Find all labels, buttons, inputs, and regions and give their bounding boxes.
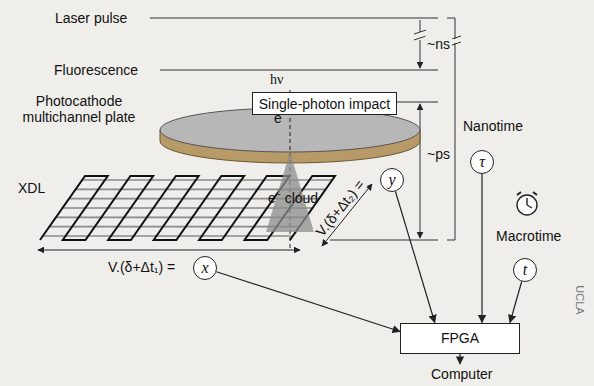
value-circle: τ: [470, 150, 494, 174]
node-text: τ: [479, 154, 485, 170]
connector: [216, 272, 400, 332]
label: Computer: [431, 366, 492, 382]
timing-lines: [150, 18, 461, 240]
label: V.(δ+Δt₂) =: [312, 177, 367, 240]
connector: [510, 282, 522, 323]
label: Fluorescence: [54, 62, 138, 78]
label: Photocathode multichannel plate: [0, 93, 158, 125]
value-circle: t: [513, 258, 537, 282]
value-circle: x: [193, 256, 217, 280]
output-arrow: [459, 354, 460, 364]
connector: [481, 174, 482, 323]
connector: [395, 191, 434, 322]
value-circle: y: [380, 168, 404, 192]
node-text: x: [201, 260, 208, 276]
node-text: FPGA: [441, 330, 479, 346]
node-text: y: [388, 172, 395, 188]
node-text: Single-photon impact: [259, 96, 391, 112]
label: hν: [270, 72, 283, 88]
clock-icon: [517, 192, 537, 215]
node-text: t: [523, 262, 527, 278]
label: Macrotime: [496, 228, 561, 244]
label: e⁻ cloud: [268, 190, 318, 206]
label: ~ns: [425, 36, 452, 52]
label: Laser pulse: [55, 10, 127, 26]
label: Nanotime: [463, 118, 523, 134]
label: ~ps: [425, 146, 452, 162]
label: UCLA: [572, 285, 588, 314]
x-dimension: [38, 250, 300, 251]
label: XDL: [18, 180, 45, 196]
label: V.(δ+Δt₁) =: [108, 259, 175, 275]
process-box: FPGA: [400, 323, 520, 354]
process-box: Single-photon impact: [252, 92, 397, 115]
